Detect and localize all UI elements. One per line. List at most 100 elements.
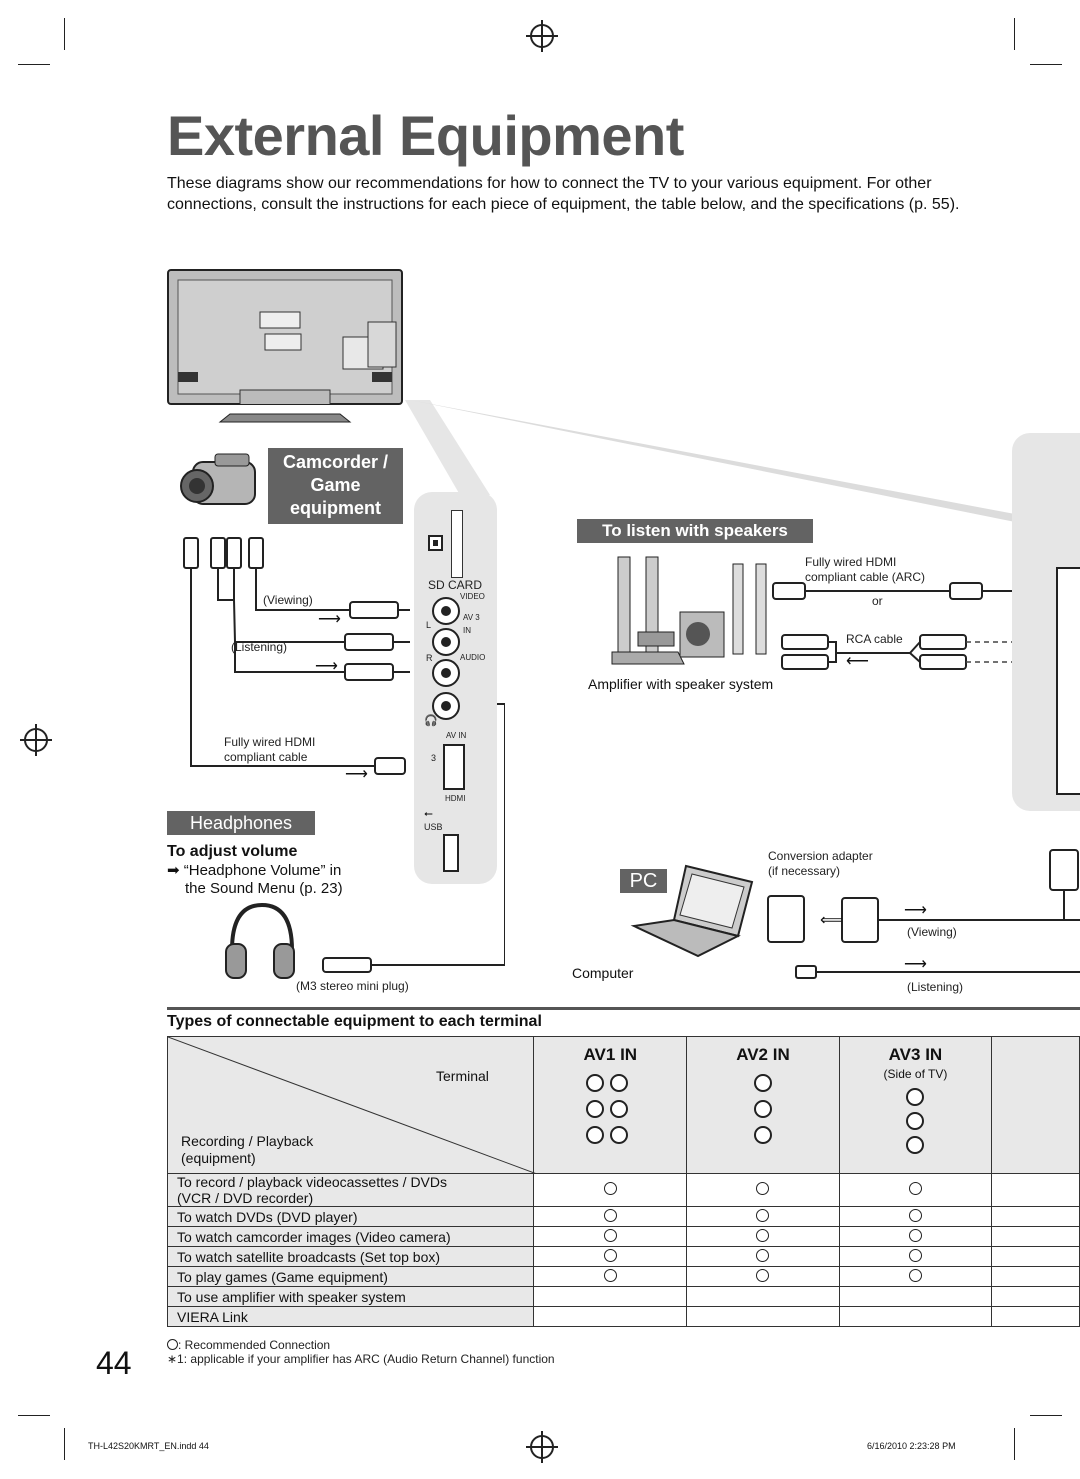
mark-cell bbox=[991, 1226, 1080, 1247]
computer-label: Computer bbox=[572, 965, 634, 981]
rear-terminal-strip bbox=[1056, 567, 1080, 795]
av3-in-header: AV3 IN bbox=[888, 1045, 943, 1064]
camcorder-icon bbox=[180, 453, 256, 505]
mark-cell bbox=[991, 1173, 1080, 1207]
mark-cell bbox=[686, 1226, 840, 1247]
arrow-right-icon: ⟶ bbox=[318, 611, 341, 628]
recommended-circle-icon bbox=[756, 1268, 770, 1282]
mark-cell bbox=[991, 1306, 1080, 1327]
amplifier-speaker-icon bbox=[611, 556, 767, 665]
hdmi-label: HDMI bbox=[445, 794, 466, 803]
footnote-arc: ∗1: applicable if your amplifier has ARC… bbox=[167, 1352, 555, 1366]
headphone-jack[interactable] bbox=[432, 692, 460, 720]
right-cable-drawing bbox=[772, 582, 1080, 675]
recommended-circle-icon bbox=[603, 1248, 617, 1262]
row-label: To record / playback videocassettes / DV… bbox=[166, 1173, 535, 1207]
recommended-circle-icon bbox=[603, 1208, 617, 1222]
mark-cell bbox=[838, 1173, 993, 1207]
av1-terminal-icon bbox=[586, 1074, 629, 1144]
camcorder-game-tag: Camcorder / Game equipment bbox=[268, 448, 403, 524]
arrow-right-icon: ⟶ bbox=[315, 658, 338, 675]
crop-mark bbox=[64, 18, 65, 50]
mark-cell bbox=[838, 1206, 993, 1227]
recommended-circle-icon bbox=[756, 1228, 770, 1242]
video-jack[interactable] bbox=[432, 597, 460, 625]
audio-l-jack[interactable] bbox=[432, 628, 460, 656]
left-cable-drawing bbox=[183, 537, 505, 973]
page-number: 44 bbox=[96, 1345, 132, 1381]
headphone-icon: 🎧 bbox=[424, 715, 438, 727]
hdmi-number-label: 3 bbox=[431, 753, 437, 763]
mark-cell bbox=[838, 1306, 993, 1327]
rca-cable-label: RCA cable bbox=[846, 632, 903, 646]
or-label: or bbox=[872, 594, 883, 608]
column-av2: AV2 IN bbox=[686, 1036, 840, 1174]
footnote-recommended: : Recommended Connection bbox=[167, 1338, 330, 1352]
column-av1: AV1 IN bbox=[533, 1036, 688, 1174]
recommended-circle-icon bbox=[603, 1268, 617, 1282]
mark-cell bbox=[533, 1173, 688, 1207]
hdmi-port[interactable] bbox=[443, 744, 465, 790]
av3-side-label: (Side of TV) bbox=[883, 1067, 948, 1081]
recommended-circle-icon bbox=[908, 1228, 922, 1242]
pc-tag: PC bbox=[620, 869, 667, 893]
column-av3: AV3 IN (Side of TV) bbox=[838, 1036, 993, 1174]
row-label: To watch DVDs (DVD player) bbox=[166, 1206, 535, 1227]
row-label: To watch camcorder images (Video camera) bbox=[166, 1226, 535, 1247]
mark-cell bbox=[533, 1206, 688, 1227]
recommended-circle-icon bbox=[603, 1228, 617, 1242]
crop-mark bbox=[1030, 64, 1062, 65]
in-label: IN bbox=[463, 626, 471, 635]
recommended-circle-icon bbox=[603, 1182, 617, 1195]
column-extra bbox=[991, 1036, 1080, 1174]
headphones-icon bbox=[225, 902, 295, 979]
r-label: R bbox=[426, 653, 433, 663]
mark-cell bbox=[533, 1306, 688, 1327]
pc-cable-drawing bbox=[767, 849, 1080, 979]
mark-cell bbox=[838, 1226, 993, 1247]
mark-cell bbox=[533, 1226, 688, 1247]
mark-cell bbox=[838, 1246, 993, 1267]
recommended-circle-icon bbox=[756, 1248, 770, 1262]
av3-terminal-icon bbox=[906, 1088, 925, 1154]
connection-wedges bbox=[405, 400, 1080, 545]
adjust-volume-text: ➡ “Headphone Volume” in the Sound Menu (… bbox=[167, 862, 343, 897]
crop-mark bbox=[18, 1415, 50, 1416]
registration-mark-icon bbox=[526, 1431, 558, 1463]
tv-rear-illustration bbox=[167, 269, 403, 423]
arrow-left-icon: ⟵ bbox=[846, 653, 869, 670]
mark-cell bbox=[991, 1266, 1080, 1287]
mark-cell bbox=[686, 1306, 840, 1327]
audio-r-jack[interactable] bbox=[432, 659, 460, 687]
recording-playback-label: Recording / Playback (equipment) bbox=[181, 1133, 314, 1166]
l-label: L bbox=[426, 620, 432, 630]
usb-label: USB bbox=[424, 822, 443, 832]
mini-plug-label: (M3 stereo mini plug) bbox=[296, 979, 409, 993]
mark-cell bbox=[686, 1246, 840, 1267]
av2-terminal-icon bbox=[753, 1074, 772, 1144]
audio-label: AUDIO bbox=[460, 653, 486, 662]
row-label: VIERA Link bbox=[166, 1306, 535, 1327]
mark-cell bbox=[533, 1286, 688, 1307]
sd-card-label: SD CARD bbox=[428, 578, 483, 592]
hdmi-cable-label: Fully wired HDMI compliant cable bbox=[224, 735, 316, 764]
page-title: External Equipment bbox=[167, 104, 684, 167]
mark-cell bbox=[533, 1266, 688, 1287]
mark-cell bbox=[686, 1266, 840, 1287]
mark-cell bbox=[838, 1266, 993, 1287]
mark-cell bbox=[686, 1206, 840, 1227]
usb-port[interactable] bbox=[443, 834, 459, 872]
crop-mark bbox=[1030, 1415, 1062, 1416]
mark-cell bbox=[533, 1246, 688, 1267]
recommended-circle-icon bbox=[908, 1182, 922, 1195]
table-row: To watch camcorder images (Video camera) bbox=[166, 1226, 1080, 1247]
sd-card-icon bbox=[428, 535, 443, 551]
sd-card-slot[interactable] bbox=[451, 510, 463, 578]
headphones-tag: Headphones bbox=[167, 811, 315, 835]
crop-mark bbox=[64, 1428, 65, 1460]
video-label: VIDEO bbox=[460, 592, 485, 601]
amplifier-label: Amplifier with speaker system bbox=[588, 676, 774, 692]
row-label: To play games (Game equipment) bbox=[166, 1266, 535, 1287]
av2-in-header: AV2 IN bbox=[736, 1045, 790, 1064]
circle-mark-icon bbox=[167, 1339, 178, 1350]
